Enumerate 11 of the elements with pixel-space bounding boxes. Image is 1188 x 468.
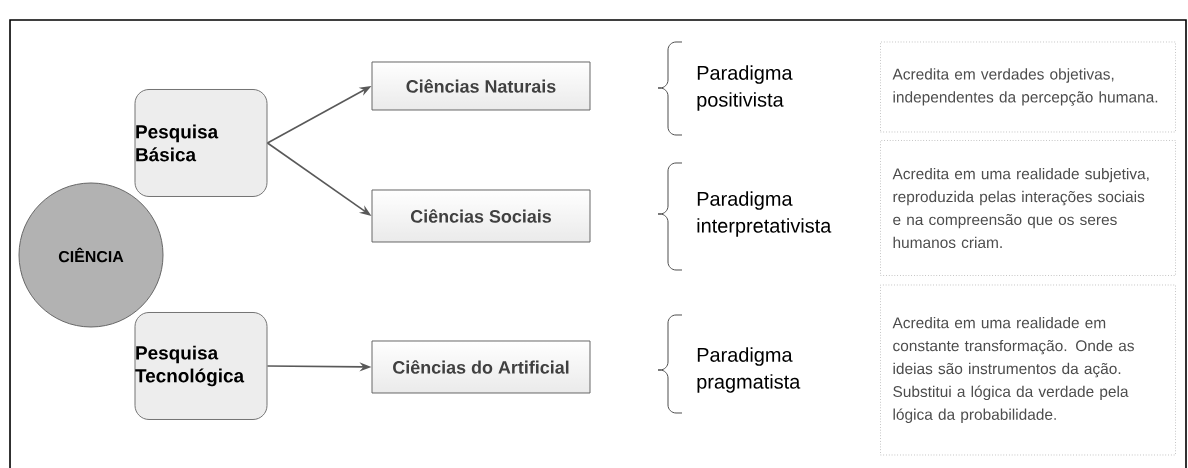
description-box: Acredita em uma realidade em constante transformação. Onde as ideias são instrumentos da ação. Substitui a lógica da verdade pela lógica da probabilidade. — [880, 284, 1176, 456]
paradigm-label: Paradigma positivista — [697, 65, 793, 111]
research-box: Pesquisa Básica — [134, 89, 268, 197]
paradigm-label: Paradigma interpretativista — [697, 191, 832, 237]
description-box: Acredita em uma realidade subjetiva, reproduzida pelas interações sociais e na compreensão que os seres humanos criam. — [880, 140, 1176, 276]
research-box: Pesquisa Tecnológica — [134, 312, 268, 420]
science-box: Ciências do Artificial — [371, 340, 591, 394]
paradigm-label: Paradigma pragmatista — [697, 347, 801, 393]
science-box: Ciências Naturais — [371, 61, 591, 111]
description-box: Acredita em verdades objetivas, independentes da percepção humana. — [880, 41, 1176, 133]
science-box: Ciências Sociais — [371, 189, 591, 243]
